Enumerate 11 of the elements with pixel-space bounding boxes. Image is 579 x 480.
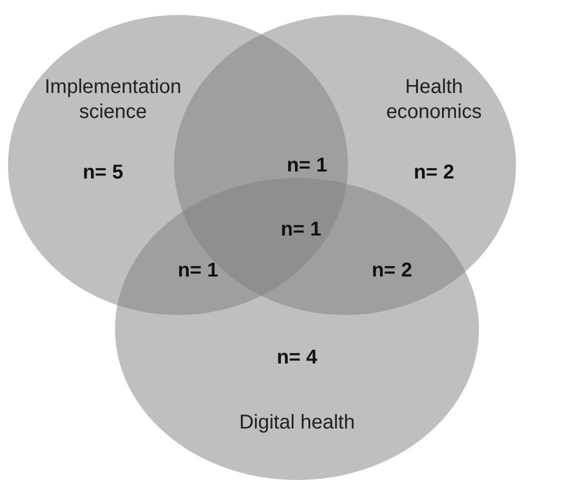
count-label: n= 4 (276, 346, 318, 370)
count-label: n= 5 (82, 160, 124, 186)
set-label: Implementation science (44, 75, 182, 125)
set-label: Digital health (238, 410, 356, 436)
count-label: n= 2 (372, 258, 412, 284)
count-label: n= 2 (412, 160, 456, 186)
count-label: n= 1 (178, 258, 218, 284)
count-label: n= 1 (286, 154, 328, 178)
venn-circle (115, 178, 479, 480)
count-label: n= 1 (280, 218, 322, 242)
set-label: Health economics (385, 75, 483, 125)
